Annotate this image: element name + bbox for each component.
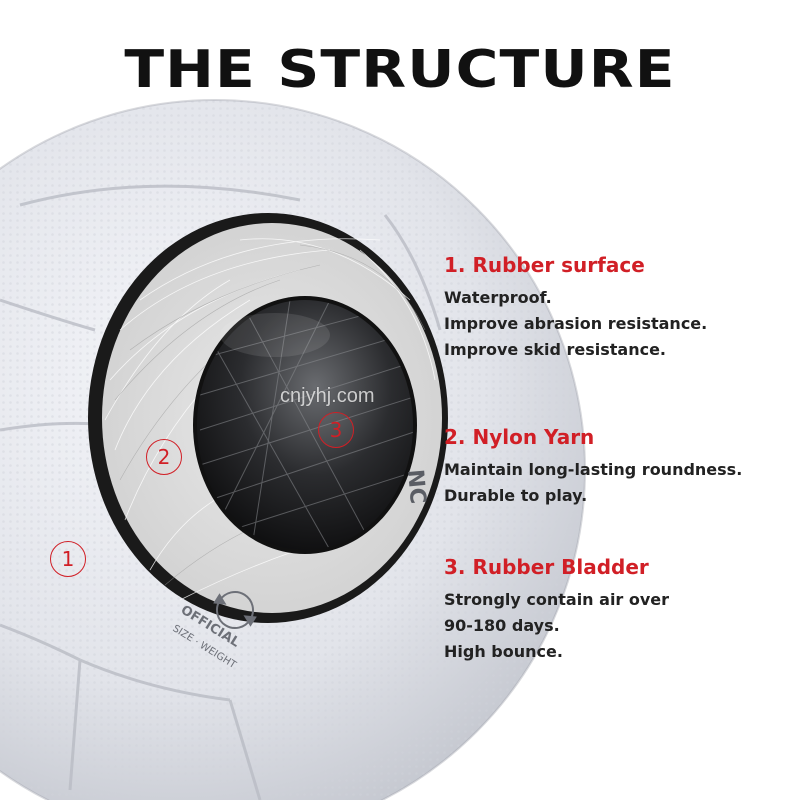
section-line: Durable to play. [444,486,588,505]
watermark-text: cnjyhj.com [280,385,375,407]
watermark: cnjyhj.com [280,385,374,408]
section-line: Improve skid resistance. [444,340,667,359]
marker-rubber-surface: 1 [50,541,86,577]
section-rubber-surface: 1. Rubber surface Waterproof. Improve ab… [444,253,794,363]
page-title: THE STRUCTURE [124,40,676,100]
section-nylon-yarn: 2. Nylon Yarn Maintain long-lasting roun… [444,425,794,509]
section-heading: 2. Nylon Yarn [444,425,595,449]
section-line: Improve abrasion resistance. [444,314,708,333]
section-line: Waterproof. [444,288,552,307]
section-heading: 1. Rubber surface [444,253,645,277]
marker-nylon-yarn: 2 [146,439,182,475]
section-heading: 3. Rubber Bladder [444,555,649,579]
section-line: High bounce. [444,642,563,661]
ball-print-logo [213,591,257,629]
section-line: Maintain long-lasting roundness. [444,460,743,479]
section-rubber-bladder: 3. Rubber Bladder Strongly contain air o… [444,555,794,665]
marker-rubber-bladder: 3 [318,412,354,448]
section-line: 90-180 days. [444,616,560,635]
section-line: Strongly contain air over [444,590,670,609]
ball-print-edge-letters: NC [402,468,430,505]
